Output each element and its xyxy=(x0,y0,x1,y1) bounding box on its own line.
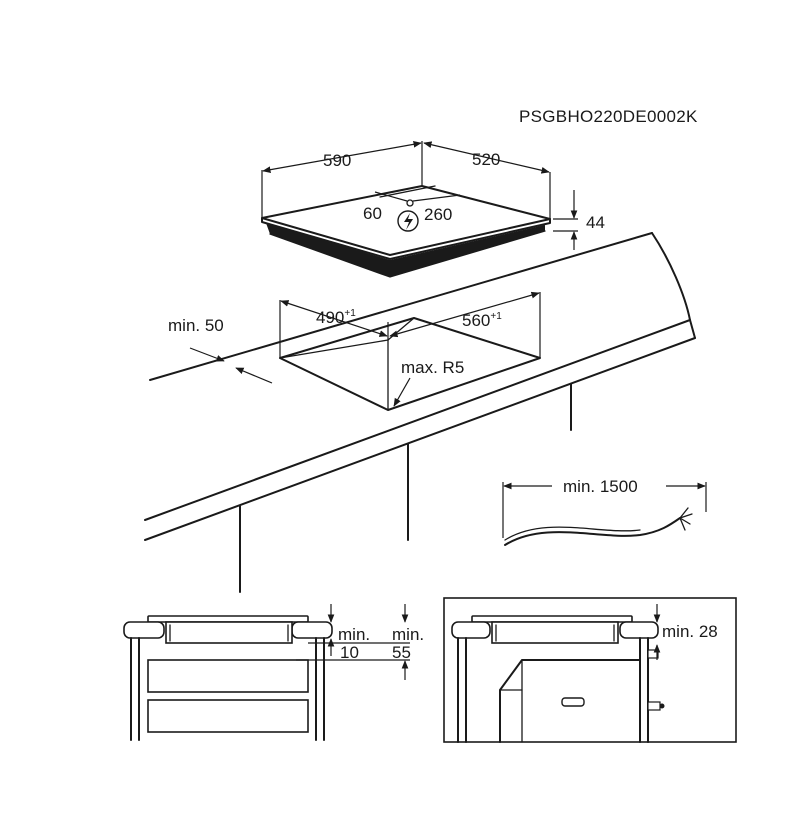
min-10-value: 10 xyxy=(340,643,359,662)
hob-unit xyxy=(261,185,551,278)
min-55-value: 55 xyxy=(392,643,411,662)
cable-right-label: 260 xyxy=(424,205,452,224)
hob-height-label: 44 xyxy=(586,213,605,232)
cable-left-label: 60 xyxy=(363,204,382,223)
cutout-radius-label: max. R5 xyxy=(401,358,464,377)
lightning-icon xyxy=(397,210,419,232)
cutout xyxy=(189,291,541,411)
min-55-label: min. xyxy=(392,625,424,644)
hob-dimensions xyxy=(261,141,578,250)
product-code: PSGBHO220DE0002K xyxy=(519,107,698,126)
hob-width-label: 590 xyxy=(323,151,351,170)
oven-handle xyxy=(561,697,585,707)
section-oven-cabinet xyxy=(443,597,737,743)
front-distance-label: min. 50 xyxy=(168,316,224,335)
min-28-label: min. 28 xyxy=(662,622,718,641)
worktop xyxy=(144,232,696,593)
hob-depth-label: 520 xyxy=(472,150,500,169)
cable-entry-point xyxy=(406,199,414,207)
section-drawer-cabinet xyxy=(123,604,410,741)
cable-length-label: min. 1500 xyxy=(563,477,638,496)
power-cable xyxy=(502,482,707,546)
cutout-width-label: 490+1 xyxy=(316,308,356,327)
cutout-depth-label: 560+1 xyxy=(462,311,502,330)
min-10-label: min. xyxy=(338,625,370,644)
